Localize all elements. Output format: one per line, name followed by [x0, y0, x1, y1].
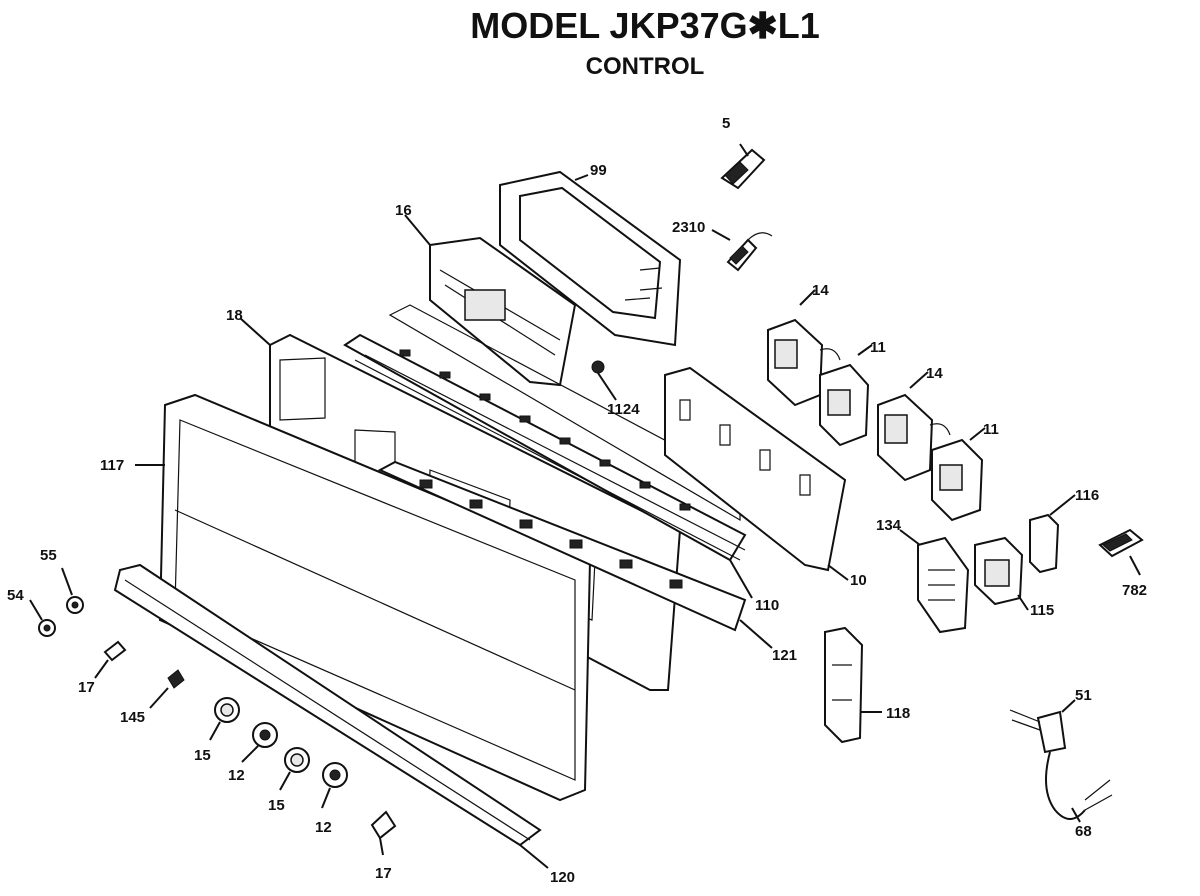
- label-12a: 12: [228, 767, 245, 784]
- part-12-knob-b: [321, 762, 348, 809]
- part-99-display-frame: [499, 170, 682, 347]
- label-14a: 14: [812, 282, 829, 299]
- label-16: 16: [395, 202, 412, 219]
- part-5-connector: [720, 143, 766, 190]
- part-11-switch-b: [931, 427, 986, 522]
- label-11a: 11: [870, 339, 886, 356]
- part-10-bracket: [664, 366, 849, 581]
- label-782: 782: [1122, 582, 1147, 599]
- label-134: 134: [876, 517, 902, 534]
- part-145-spring: [149, 669, 185, 709]
- label-120: 120: [550, 869, 575, 886]
- part-120-trim: [113, 563, 549, 869]
- label-117: 117: [100, 457, 124, 474]
- label-54: 54: [7, 587, 24, 604]
- label-51: 51: [1075, 687, 1092, 704]
- label-2310: 2310: [672, 219, 705, 236]
- label-18: 18: [226, 307, 243, 324]
- label-10: 10: [850, 572, 867, 589]
- label-118: 118: [886, 705, 910, 722]
- label-116: 116: [1075, 487, 1099, 504]
- part-2310-sensor: [711, 229, 773, 272]
- part-14-switch-a: [767, 289, 841, 407]
- part-117-bezel: [135, 393, 592, 802]
- part-14-switch-b: [877, 371, 951, 482]
- label-15b: 15: [268, 797, 285, 814]
- part-labels: 5 99 2310 16 14 11 14 11 18 1124 117 10 …: [7, 115, 1147, 886]
- label-17b: 17: [375, 865, 392, 882]
- part-16-bracket: [404, 214, 577, 387]
- part-15-knob-a: [209, 697, 240, 741]
- part-121-strip: [377, 460, 773, 649]
- label-15a: 15: [194, 747, 211, 764]
- label-11b: 11: [983, 421, 999, 438]
- part-11-switch-a: [819, 344, 873, 447]
- part-116-clip: [1029, 494, 1076, 574]
- diagram-title: MODEL JKP37G✱L1: [470, 5, 820, 46]
- part-15-knob-b: [279, 747, 310, 791]
- label-99: 99: [590, 162, 607, 179]
- part-12-knob-a: [241, 722, 278, 763]
- label-110: 110: [755, 597, 779, 614]
- part-55-knob: [61, 567, 84, 614]
- part-1124-screw: [591, 360, 617, 401]
- part-17-clip-a: [94, 640, 127, 679]
- label-68: 68: [1075, 823, 1092, 840]
- label-17a: 17: [78, 679, 95, 696]
- diagram-subtitle: CONTROL: [586, 53, 705, 80]
- label-55: 55: [40, 547, 57, 564]
- part-54-knob: [29, 599, 56, 637]
- part-782-connector: [1098, 528, 1144, 576]
- part-110-circuit-board: [343, 304, 753, 599]
- label-121: 121: [772, 647, 797, 664]
- label-145: 145: [120, 709, 145, 726]
- part-134-bracket: [899, 529, 970, 634]
- part-115-switch: [974, 536, 1029, 611]
- label-12b: 12: [315, 819, 332, 836]
- part-118-bracket: [824, 626, 882, 744]
- label-1124: 1124: [607, 401, 640, 418]
- part-17-clip-b: [370, 810, 397, 856]
- label-5: 5: [722, 115, 730, 132]
- label-14b: 14: [926, 365, 943, 382]
- part-51-68-harness: [1009, 699, 1113, 823]
- label-115: 115: [1030, 602, 1054, 619]
